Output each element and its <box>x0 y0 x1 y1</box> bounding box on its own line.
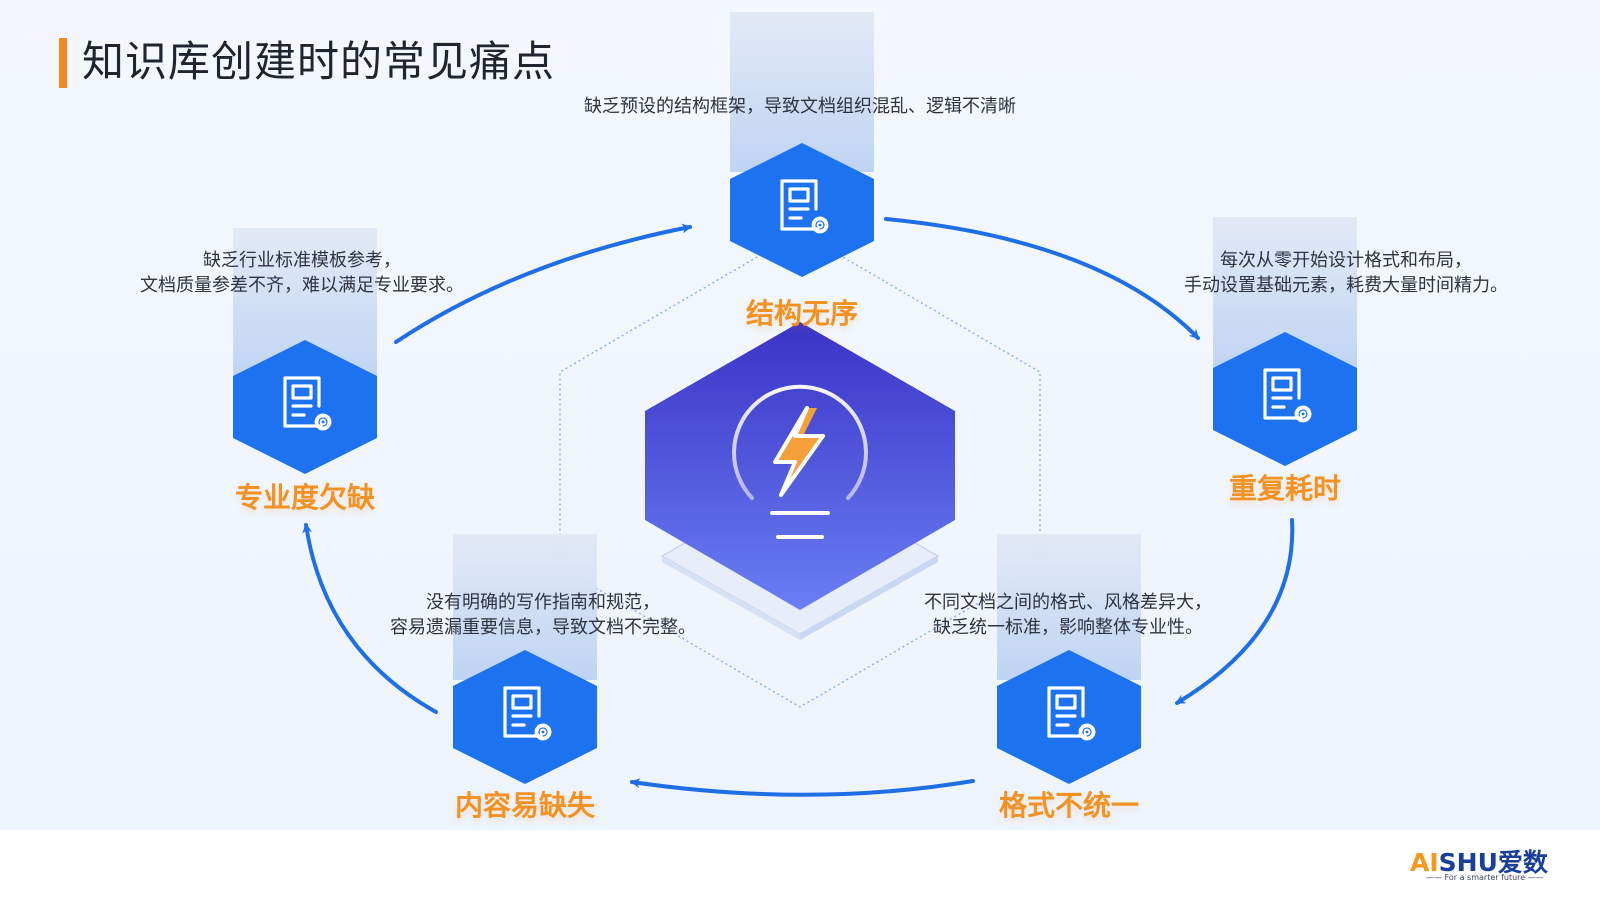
node-description: 缺乏行业标准模板参考， 文档质量参差不齐，难以满足专业要求。 <box>140 250 464 296</box>
node-description: 不同文档之间的格式、风格差异大， 缺乏统一标准，影响整体专业性。 <box>924 592 1212 638</box>
logo-wordmark: AISHU爱数 <box>1410 848 1548 877</box>
document-gear-icon <box>780 179 829 234</box>
node-label: 专业度欠缺 <box>234 481 375 514</box>
arrow-bottomright-to-bottomleft <box>630 778 975 797</box>
node-description: 每次从零开始设计格式和布局， 手动设置基础元素，耗费大量时间精力。 <box>1184 250 1508 296</box>
node-label: 结构无序 <box>745 297 858 330</box>
node-label: 格式不统一 <box>998 789 1139 822</box>
aishu-logo: AISHU爱数 —— For a smarter future —— <box>1410 843 1550 883</box>
node-label: 内容易缺失 <box>454 789 595 822</box>
document-gear-icon <box>1047 686 1096 741</box>
arrow-bottomleft-to-left <box>302 523 438 714</box>
diagram-canvas <box>302 217 1295 797</box>
outer-hex-outline <box>559 231 1041 708</box>
document-gear-icon <box>283 376 332 431</box>
node-description: 没有明确的写作指南和规范， 容易遗漏重要信息，导致文档不完整。 <box>390 592 696 638</box>
document-gear-icon <box>1263 368 1312 423</box>
arrow-right-to-bottomright <box>1175 518 1295 705</box>
lightning-bulb-icon <box>732 384 868 539</box>
logo-tagline: —— For a smarter future —— <box>1426 873 1544 882</box>
node-description: 缺乏预设的结构框架，导致文档组织混乱、逻辑不清晰 <box>584 96 1016 117</box>
node-label: 重复耗时 <box>1228 472 1341 505</box>
slide: 知识库创建时的常见痛点 结构无序 缺乏预设的结构框架，导致文档组织混乱、逻辑不清… <box>0 0 1600 830</box>
footer <box>0 830 1600 900</box>
arrow-left-to-top <box>394 223 692 344</box>
document-gear-icon <box>503 686 552 741</box>
title-accent-bar <box>59 38 67 88</box>
page-title: 知识库创建时的常见痛点 <box>82 37 556 86</box>
arrow-top-to-right <box>884 217 1200 340</box>
